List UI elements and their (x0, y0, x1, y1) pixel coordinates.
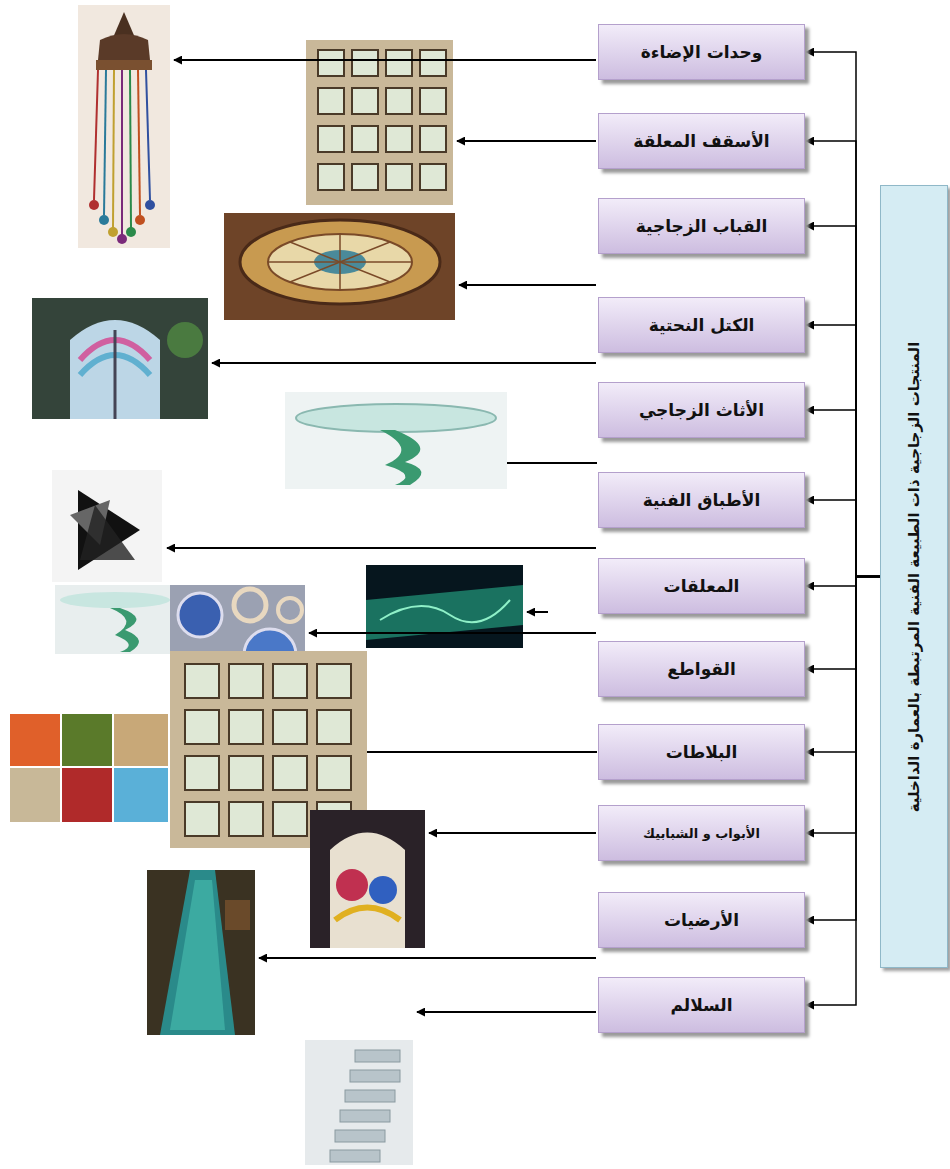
leader-arrow (259, 957, 596, 959)
art-plate-photo (52, 470, 162, 582)
box-label: وحدات الإضاءة (641, 42, 763, 62)
box-label: البلاطات (666, 742, 738, 762)
box-label: الأسقف المعلقة (633, 131, 769, 151)
category-box: الكتل النحتية (598, 297, 805, 353)
branch-connector (806, 141, 880, 577)
box-label: السلالم (670, 995, 732, 1015)
category-box: الأسقف المعلقة (598, 113, 805, 169)
box-label: الأبواب و الشبابيك (643, 826, 760, 841)
doors-photo (310, 810, 425, 948)
branch-connector (806, 52, 880, 577)
leader-arrow (212, 362, 596, 364)
leader-arrow (459, 284, 596, 286)
floors-photo (147, 870, 255, 1035)
branch-connector (806, 577, 880, 921)
category-box: القباب الزجاجية (598, 198, 805, 254)
dome-photo (224, 213, 455, 320)
box-label: الأطباق الفنية (643, 490, 761, 510)
lamp-photo (78, 5, 170, 248)
branch-connector (806, 410, 880, 577)
stairs-photo (305, 1040, 413, 1165)
box-label: الكتل النحتية (649, 315, 755, 335)
branch-connector (806, 577, 880, 1006)
category-box: السلالم (598, 977, 805, 1033)
title-text: المنتجات الزجاجية ذات الطبيعة الفنية الم… (905, 341, 923, 812)
category-box: المعلقات (598, 558, 805, 614)
category-box: الأبواب و الشبابيك (598, 805, 805, 861)
category-box: الأثاث الزجاجي (598, 382, 805, 438)
leader-lines (167, 60, 597, 1012)
branch-connector (806, 577, 880, 670)
category-box: الأطباق الفنية (598, 472, 805, 528)
branch-connector (806, 500, 880, 577)
leader-arrow (457, 140, 596, 142)
branch-connector (806, 577, 880, 753)
sculpture-photo (32, 298, 208, 419)
box-label: القواطع (667, 659, 736, 679)
leader-line (367, 751, 597, 753)
box-label: القباب الزجاجية (636, 216, 768, 236)
category-box: البلاطات (598, 724, 805, 780)
category-box: الأرضيات (598, 892, 805, 948)
box-label: الأثاث الزجاجي (639, 400, 764, 420)
branch-connector (806, 226, 880, 577)
box-label: المعلقات (664, 576, 740, 596)
leader-arrow (309, 632, 596, 634)
leader-arrow (417, 1011, 596, 1013)
leader-line (507, 462, 597, 464)
branch-connector (806, 325, 880, 577)
branch-connector (806, 577, 880, 834)
box-label: الأرضيات (664, 910, 739, 930)
leader-arrow (527, 611, 548, 613)
leader-arrow (174, 59, 596, 61)
title-box: المنتجات الزجاجية ذات الطبيعة الفنية الم… (880, 185, 948, 968)
branch-connector (806, 577, 880, 587)
glass-table-photo (285, 392, 507, 489)
partition-photo (366, 565, 523, 648)
category-box: وحدات الإضاءة (598, 24, 805, 80)
ceiling-photo (306, 40, 453, 205)
category-box: القواطع (598, 641, 805, 697)
leader-arrow (429, 832, 596, 834)
leader-arrow (167, 547, 596, 549)
